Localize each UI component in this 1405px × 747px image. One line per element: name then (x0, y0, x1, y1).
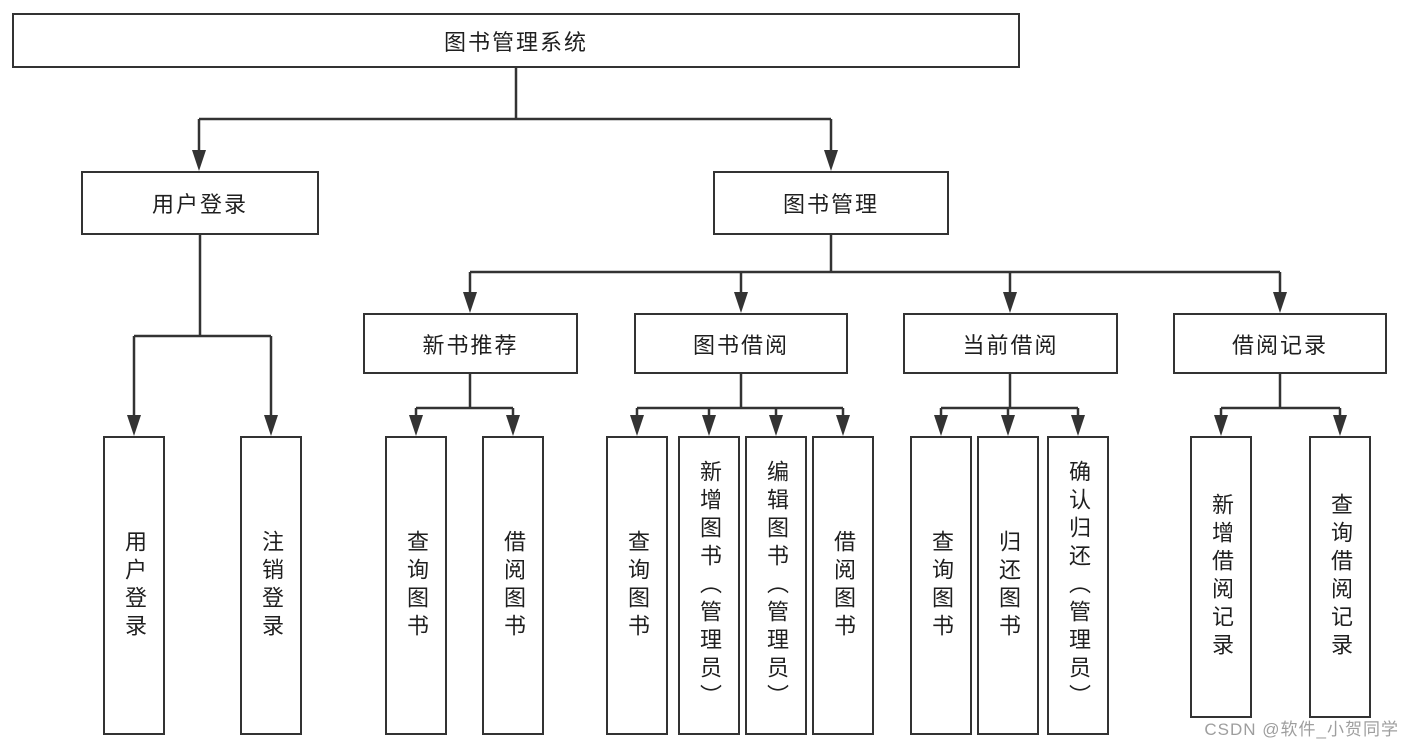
csdn-watermark: CSDN @软件_小贺同学 (1204, 720, 1399, 739)
node-book-management: 图书管理 (713, 171, 949, 235)
leaf-logout: 注销登录 (240, 436, 302, 735)
node-book-borrow: 图书借阅 (634, 313, 848, 374)
leaf-logout-label: 注销登录 (259, 529, 284, 642)
leaf-user-login: 用户登录 (103, 436, 165, 735)
node-book-borrow-label: 图书借阅 (692, 332, 789, 358)
leaf-return-books: 归还图书 (977, 436, 1039, 735)
node-borrow-records-label: 借阅记录 (1231, 332, 1328, 358)
leaf-recommend-borrow-books: 借阅图书 (482, 436, 544, 735)
leaf-edit-books-admin-label: 编辑图书（管理员） (764, 459, 789, 712)
leaf-query-borrow-record: 查询借阅记录 (1309, 436, 1371, 718)
leaf-return-books-label: 归还图书 (996, 529, 1021, 642)
leaf-add-books-admin-label: 新增图书（管理员） (697, 459, 722, 712)
leaf-user-login-label: 用户登录 (122, 529, 147, 642)
leaf-borrow-query-books-label: 查询图书 (625, 529, 650, 642)
leaf-add-borrow-record: 新增借阅记录 (1190, 436, 1252, 718)
node-borrow-records: 借阅记录 (1173, 313, 1387, 374)
node-user-login-label: 用户登录 (151, 192, 248, 217)
node-root-system: 图书管理系统 (12, 13, 1020, 68)
leaf-query-borrow-record-label: 查询借阅记录 (1328, 493, 1353, 661)
leaf-borrow-books: 借阅图书 (812, 436, 874, 735)
leaf-add-borrow-record-label: 新增借阅记录 (1209, 493, 1234, 661)
leaf-add-books-admin: 新增图书（管理员） (678, 436, 740, 735)
node-root-label: 图书管理系统 (443, 29, 588, 55)
node-new-book-recommend: 新书推荐 (363, 313, 578, 374)
leaf-recommend-borrow-books-label: 借阅图书 (501, 529, 526, 642)
leaf-recommend-query-books-label: 查询图书 (404, 529, 429, 642)
node-current-borrow: 当前借阅 (903, 313, 1118, 374)
node-current-borrow-label: 当前借阅 (962, 332, 1059, 358)
leaf-current-query-books: 查询图书 (910, 436, 972, 735)
leaf-borrow-query-books: 查询图书 (606, 436, 668, 735)
leaf-confirm-return-admin-label: 确认归还（管理员） (1066, 459, 1091, 712)
leaf-current-query-books-label: 查询图书 (929, 529, 954, 642)
node-new-book-recommend-label: 新书推荐 (422, 332, 519, 358)
leaf-confirm-return-admin: 确认归还（管理员） (1047, 436, 1109, 735)
leaf-edit-books-admin: 编辑图书（管理员） (745, 436, 807, 735)
leaf-borrow-books-label: 借阅图书 (831, 529, 856, 642)
node-book-management-label: 图书管理 (782, 192, 879, 217)
node-user-login: 用户登录 (81, 171, 319, 235)
leaf-recommend-query-books: 查询图书 (385, 436, 447, 735)
